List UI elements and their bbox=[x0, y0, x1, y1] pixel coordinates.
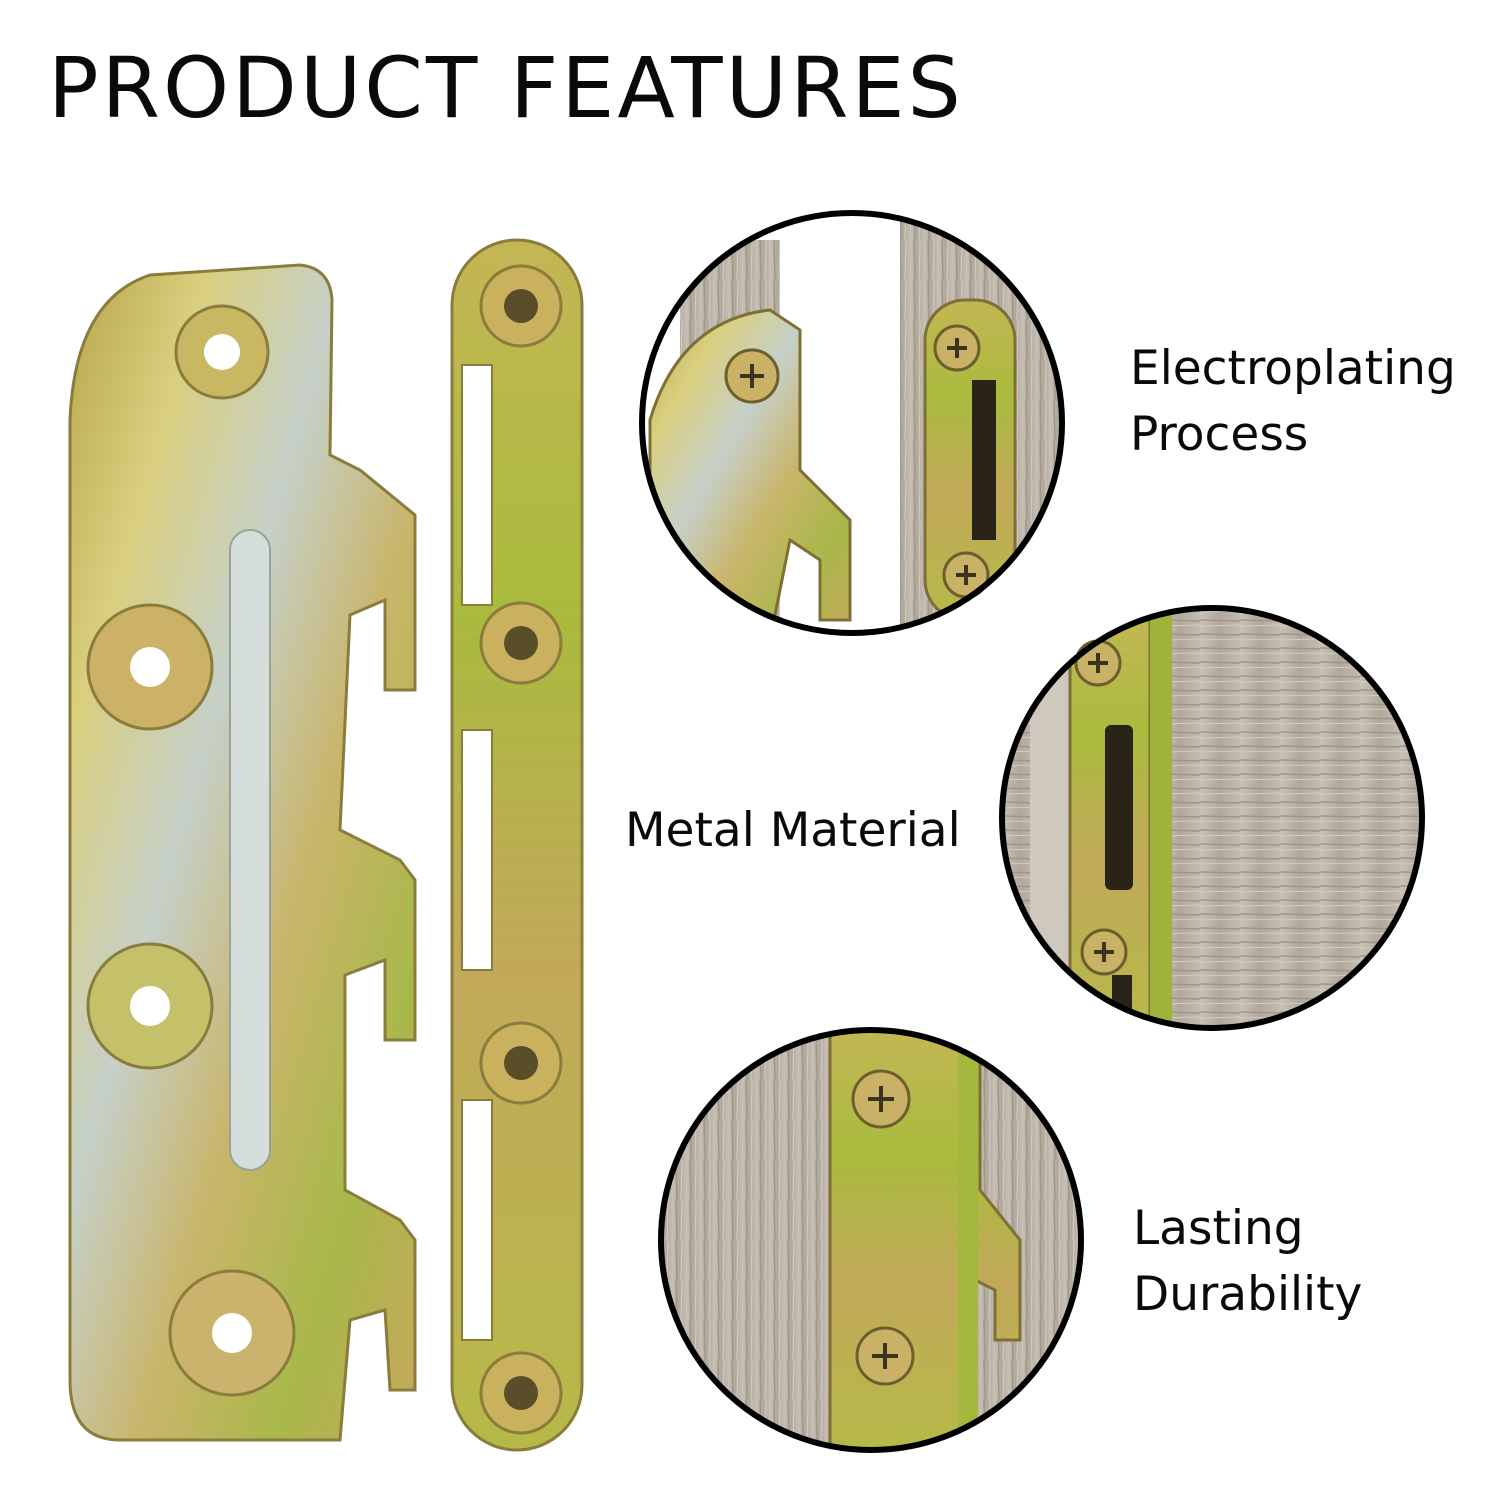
feature-metal-material: Metal Material bbox=[625, 798, 961, 864]
feature-line: Metal Material bbox=[625, 803, 961, 858]
screw-icon bbox=[851, 1069, 915, 1386]
wide-bracket-plate bbox=[68, 263, 417, 1442]
feature-electroplating: Electroplating Process bbox=[1130, 336, 1456, 468]
detail-circle-metal bbox=[999, 605, 1425, 1031]
detail-circle-electroplating bbox=[639, 210, 1065, 636]
screw-icon bbox=[724, 324, 990, 599]
feature-line: Durability bbox=[1133, 1267, 1363, 1322]
page-title: PRODUCT FEATURES bbox=[48, 39, 964, 137]
feature-line: Electroplating bbox=[1130, 341, 1456, 396]
narrow-bracket-plate bbox=[450, 238, 584, 1452]
mounting-hole-icon bbox=[86, 304, 296, 1397]
feature-line: Lasting bbox=[1133, 1201, 1304, 1256]
detail-circle-durability bbox=[658, 1027, 1084, 1453]
feature-line: Process bbox=[1130, 407, 1309, 462]
screw-icon bbox=[1074, 639, 1128, 976]
feature-lasting-durability: Lasting Durability bbox=[1133, 1196, 1362, 1328]
